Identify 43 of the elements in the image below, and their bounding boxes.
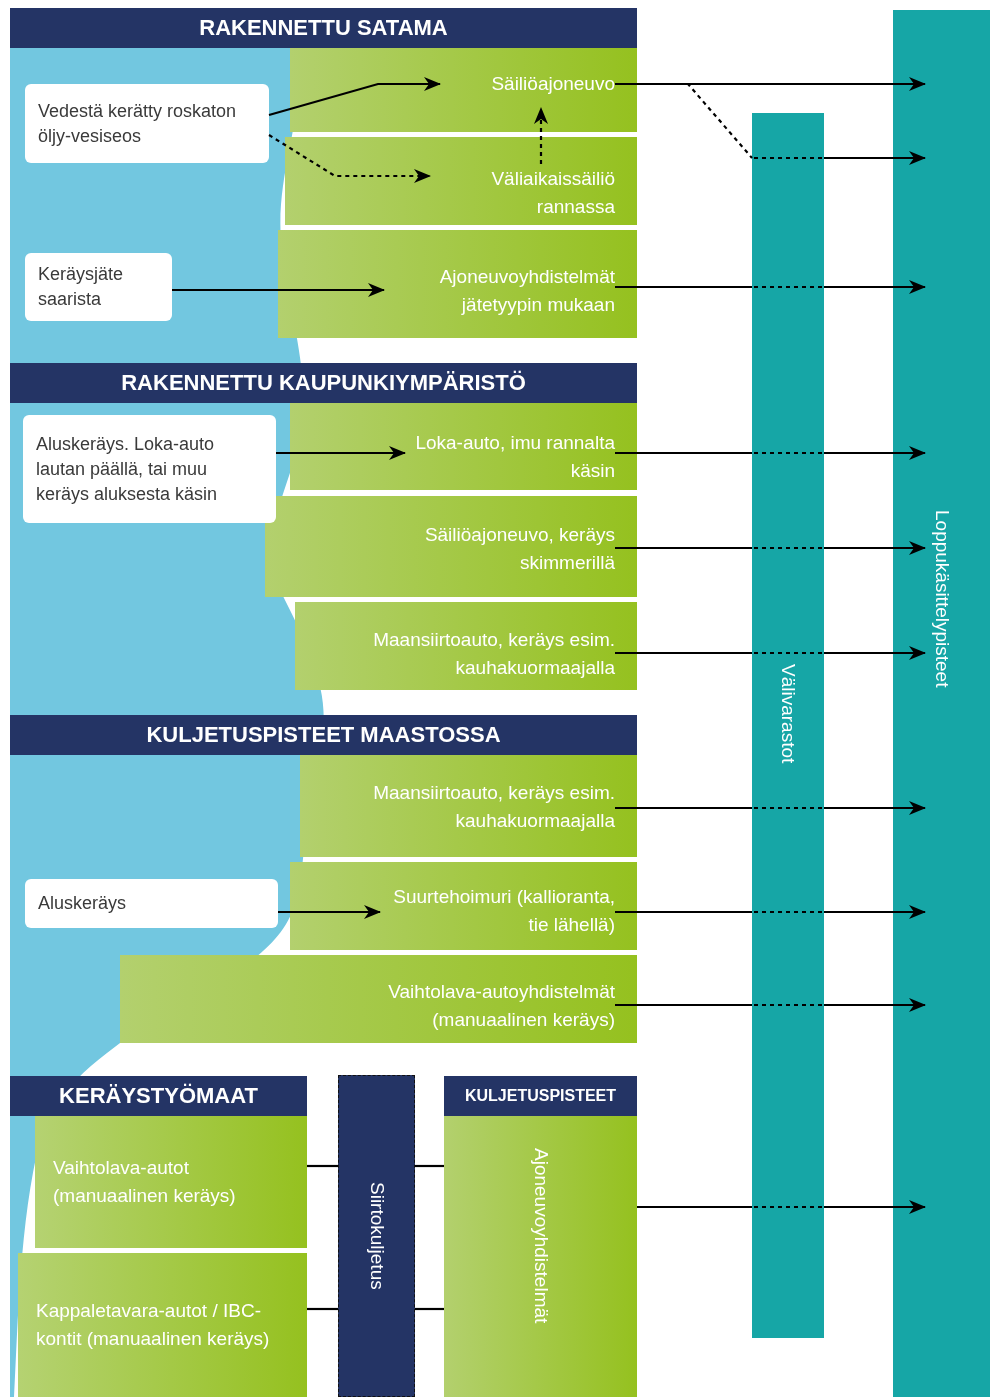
arrow <box>534 107 548 164</box>
arrow <box>824 1200 926 1214</box>
arrow <box>824 646 926 660</box>
section-header: KULJETUSPISTEET MAASTOSSA <box>10 715 637 755</box>
treatment-bar <box>893 10 990 1397</box>
source-box: Aluskeräys. Loka-auto lautan päällä, tai muu keräys aluksesta käsin <box>23 415 276 523</box>
method-band: Vaihtolava-autot (manuaalinen keräys) <box>35 1116 307 1248</box>
arrow <box>172 283 385 297</box>
bar-label: Ajoneuvoyhdistelmät <box>529 1148 552 1324</box>
arrow <box>824 801 926 815</box>
method-label: Maansiirtoauto, keräys esim. kauhakuormaajalla <box>345 778 615 836</box>
method-label: Säiliöajoneuvo, keräys skimmerillä <box>370 520 615 578</box>
section-header: KULJETUSPISTEET <box>444 1076 637 1116</box>
arrow <box>824 151 926 165</box>
arrow <box>824 905 926 919</box>
storage-bar <box>752 113 824 1338</box>
method-label: Ajoneuvoyhdistelmät jätetyypin mukaan <box>384 262 615 320</box>
source-box: Aluskeräys <box>25 879 278 928</box>
method-label: Loka-auto, imu rannalta käsin <box>405 428 615 486</box>
arrow <box>824 541 926 555</box>
method-label: Vaihtolava-autoyhdistelmät (manuaalinen keräys) <box>320 977 615 1035</box>
method-band: Kappaletavara-autot / IBC-kontit (manuaalinen keräys) <box>18 1253 307 1397</box>
arrow <box>268 134 431 183</box>
section-header: RAKENNETTU SATAMA <box>10 8 637 48</box>
method-label: Suurtehoimuri (kallioranta, tie lähellä) <box>380 882 615 940</box>
arrow <box>278 905 381 919</box>
arrow <box>276 446 406 460</box>
arrow <box>824 446 926 460</box>
section-header: RAKENNETTU KAUPUNKIYMPÄRISTÖ <box>10 363 637 403</box>
bar-label: Siirtokuljetus <box>365 1182 388 1290</box>
method-label: Maansiirtoauto, keräys esim. kauhakuormaajalla <box>345 625 615 683</box>
method-band <box>444 1116 637 1397</box>
source-box: Keräysjäte saarista <box>25 253 172 321</box>
arrow <box>824 280 926 294</box>
bar-label: Loppukäsittelypisteet <box>930 510 953 688</box>
section-header: KERÄYSTYÖMAAT <box>10 1076 307 1116</box>
bar-label: Välivarastot <box>777 664 799 764</box>
method-label: Väliaikaissäiliö rannassa <box>430 164 615 222</box>
method-label: Säiliöajoneuvo <box>440 60 615 108</box>
transfer-bar <box>338 1075 415 1397</box>
arrow <box>268 77 441 117</box>
source-box: Vedestä kerätty roskaton öljy-vesiseos <box>25 84 269 163</box>
arrow <box>824 998 926 1012</box>
